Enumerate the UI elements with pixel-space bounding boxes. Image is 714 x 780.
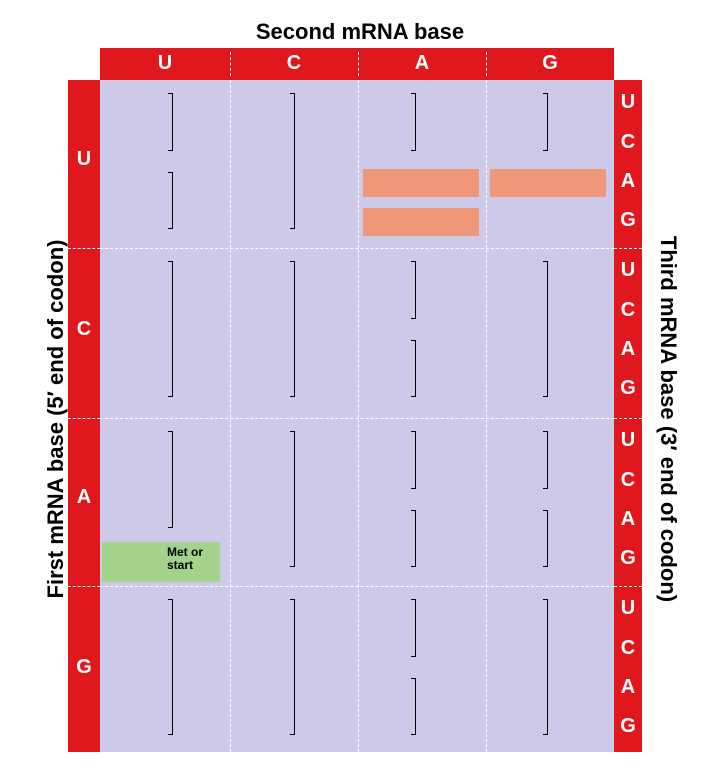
- codon-bracket: [411, 340, 416, 397]
- stop-highlight-uga: [490, 169, 606, 197]
- first-base-title: First mRNA base (5′ end of codon): [43, 239, 68, 599]
- codon-bracket: [411, 678, 416, 735]
- third-base-u: U: [620, 597, 636, 619]
- third-base-g: G: [620, 715, 636, 737]
- codon-bracket: [543, 510, 548, 567]
- codon-bracket: [411, 261, 416, 319]
- third-base-title: Third mRNA base (3′ end of codon): [656, 235, 681, 603]
- codon-bracket: [543, 261, 548, 397]
- third-base-a: A: [620, 676, 636, 698]
- codon-bracket: [543, 93, 548, 151]
- header-divider: [230, 52, 231, 76]
- third-base-a: A: [620, 338, 636, 360]
- first-base-u: U: [76, 148, 92, 170]
- second-base-u: U: [157, 52, 173, 74]
- codon-bracket: [168, 599, 173, 735]
- side-divider: [68, 248, 100, 249]
- third-base-c: C: [620, 299, 636, 321]
- second-base-header-bar: [100, 48, 614, 80]
- header-divider: [358, 52, 359, 76]
- second-base-c: C: [286, 52, 302, 74]
- third-base-g: G: [620, 209, 636, 231]
- column-divider: [486, 80, 487, 752]
- codon-bracket: [411, 599, 416, 657]
- first-base-a: A: [76, 486, 92, 508]
- column-divider: [230, 80, 231, 752]
- row-divider: [100, 586, 614, 587]
- third-base-g: G: [620, 547, 636, 569]
- third-base-u: U: [620, 429, 636, 451]
- start-label: start: [167, 558, 194, 572]
- codon-bracket: [290, 93, 295, 229]
- third-base-c: C: [620, 131, 636, 153]
- codon-bracket: [168, 431, 173, 528]
- codon-bracket: [543, 431, 548, 489]
- codon-bracket: [411, 431, 416, 489]
- third-base-side-bar: [614, 80, 642, 752]
- start-highlight-aug: [102, 542, 220, 582]
- third-base-u: U: [620, 259, 636, 281]
- codon-bracket: [290, 599, 295, 735]
- header-divider: [486, 52, 487, 76]
- first-base-c: C: [76, 318, 92, 340]
- row-divider: [100, 248, 614, 249]
- codon-bracket: [411, 510, 416, 567]
- codon-bracket: [290, 261, 295, 397]
- third-base-g: G: [620, 377, 636, 399]
- codon-bracket: [290, 431, 295, 567]
- side-divider: [614, 418, 642, 419]
- stop-highlight-uaa: [363, 169, 479, 197]
- first-base-g: G: [76, 656, 92, 678]
- second-base-g: G: [542, 52, 558, 74]
- codon-bracket: [168, 261, 173, 397]
- codon-bracket: [168, 172, 173, 229]
- row-divider: [100, 418, 614, 419]
- second-base-title: Second mRNA base: [255, 19, 465, 44]
- third-base-a: A: [620, 170, 636, 192]
- second-base-a: A: [414, 52, 430, 74]
- side-divider: [68, 418, 100, 419]
- codon-bracket: [411, 93, 416, 151]
- third-base-a: A: [620, 508, 636, 530]
- third-base-c: C: [620, 469, 636, 491]
- third-base-c: C: [620, 637, 636, 659]
- stop-highlight-uag: [363, 208, 479, 236]
- side-divider: [614, 248, 642, 249]
- codon-bracket: [543, 599, 548, 735]
- start-label: Met or: [167, 545, 203, 559]
- first-base-side-bar: [68, 80, 100, 752]
- codon-bracket: [168, 93, 173, 151]
- side-divider: [614, 586, 642, 587]
- column-divider: [358, 80, 359, 752]
- side-divider: [68, 586, 100, 587]
- third-base-u: U: [620, 91, 636, 113]
